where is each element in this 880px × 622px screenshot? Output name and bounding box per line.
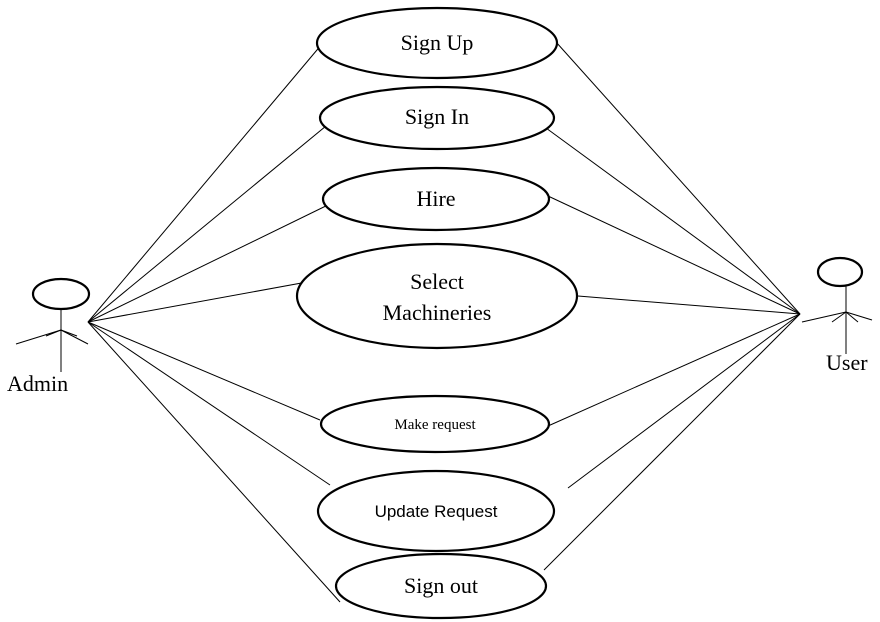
actor-leg xyxy=(831,311,847,323)
use-case-ellipse xyxy=(315,6,559,80)
use-case-label: Hire xyxy=(416,186,455,211)
actor-arm xyxy=(60,329,89,345)
user-label: User xyxy=(826,350,868,375)
use-case-hire: Hire xyxy=(321,166,551,232)
user-actor: User xyxy=(801,256,873,375)
admin-to-update-request-line xyxy=(87,321,331,486)
user-to-sign-up-line xyxy=(555,41,801,315)
user-to-sign-in-line xyxy=(545,127,801,315)
admin-to-sign-up-line xyxy=(87,43,323,323)
admin-to-select-machineries-line xyxy=(87,279,319,323)
use-case-select-machineries: Select Machineries xyxy=(295,242,579,350)
actor-arm xyxy=(801,311,847,323)
stick-figure-icon xyxy=(15,277,91,372)
use-case-sign-out: Sign out xyxy=(334,552,548,620)
actor-arm xyxy=(15,329,62,345)
use-case-label: Select xyxy=(410,269,464,294)
user-to-make-request-line xyxy=(547,313,801,427)
actor-head xyxy=(31,277,91,311)
admin-associations xyxy=(87,43,341,603)
admin-actor: Admin xyxy=(7,277,91,396)
user-associations xyxy=(543,41,801,571)
admin-label: Admin xyxy=(7,371,68,396)
user-to-select-machineries-line xyxy=(577,295,801,315)
use-case-label: Sign out xyxy=(404,573,478,598)
use-case-ellipse xyxy=(319,394,551,454)
use-case-ellipse xyxy=(318,85,556,151)
use-case-label: Make request xyxy=(394,417,476,433)
actor-leg xyxy=(845,311,859,323)
user-to-update-request-line xyxy=(567,313,801,489)
use-case-label: Update Request xyxy=(375,502,498,521)
use-case-ellipse xyxy=(316,469,556,553)
user-to-sign-out-line xyxy=(543,313,801,571)
admin-to-sign-out-line xyxy=(87,321,341,603)
admin-to-sign-in-line xyxy=(87,125,327,323)
user-to-hire-line xyxy=(547,195,801,315)
use-case-label: Sign Up xyxy=(401,30,474,55)
use-case-make-request: Make request xyxy=(319,394,551,454)
actor-leg xyxy=(45,329,62,337)
admin-to-hire-line xyxy=(87,201,335,323)
use-case-ellipse xyxy=(321,166,551,232)
use-case-ellipse xyxy=(295,242,579,350)
actor-arm xyxy=(845,311,873,321)
use-case-ellipse xyxy=(334,552,548,620)
use-case-sign-up: Sign Up xyxy=(315,6,559,80)
use-case-label: Sign In xyxy=(405,104,469,129)
use-case-label: Machineries xyxy=(383,300,492,325)
admin-to-make-request-line xyxy=(87,321,321,421)
stick-figure-icon xyxy=(801,256,873,354)
use-case-sign-in: Sign In xyxy=(318,85,556,151)
use-case-update-request: Update Request xyxy=(316,469,556,553)
actor-leg xyxy=(60,329,78,337)
actor-head xyxy=(816,256,864,288)
